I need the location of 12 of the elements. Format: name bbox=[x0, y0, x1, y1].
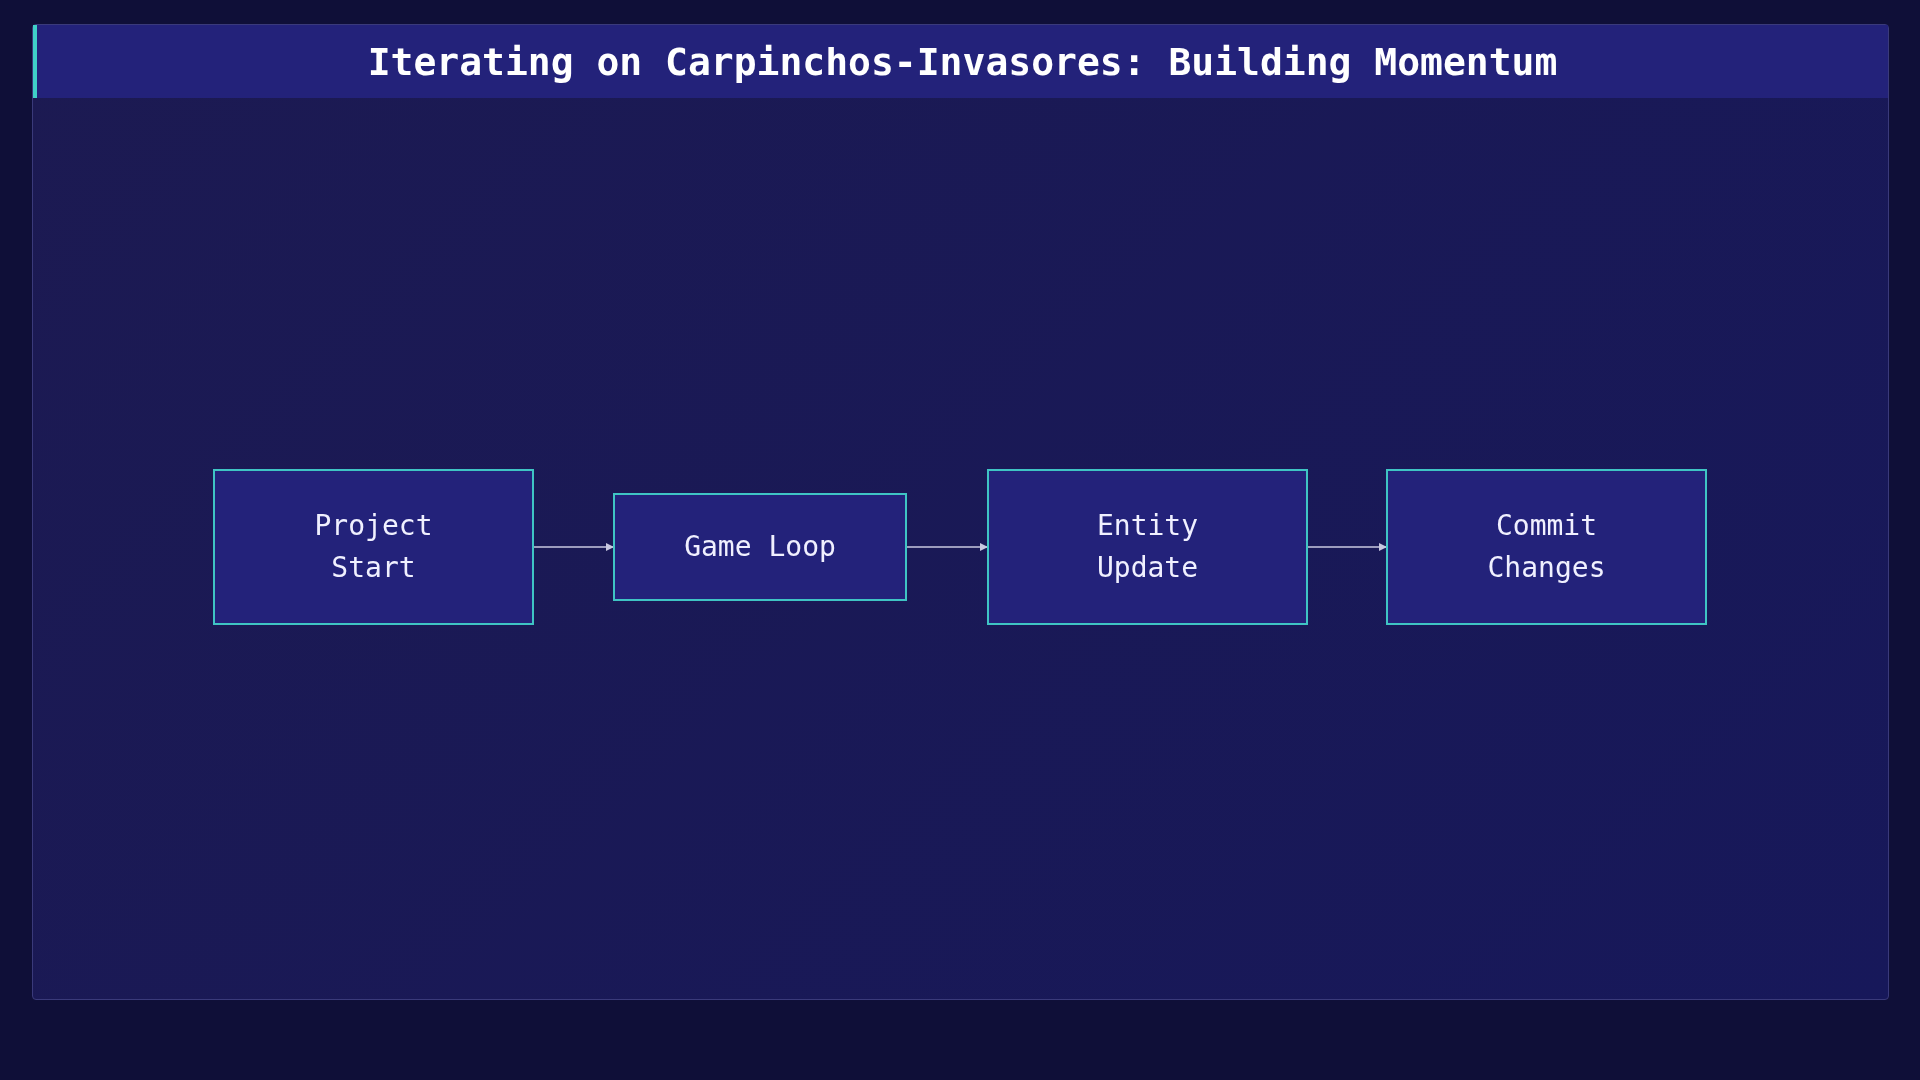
process-box bbox=[1386, 469, 1707, 625]
arrow bbox=[533, 543, 614, 551]
process-box bbox=[613, 493, 907, 601]
box-label: Project Start bbox=[313, 508, 434, 586]
process-box bbox=[987, 469, 1308, 625]
box-label: Entity Update bbox=[1095, 508, 1200, 586]
process-box bbox=[213, 469, 534, 625]
arrow bbox=[1307, 543, 1387, 551]
title: Iterating on Carpinchos-Invasores: Building Momentum bbox=[367, 39, 1558, 84]
arrow bbox=[906, 543, 988, 551]
box-label: Game Loop bbox=[684, 529, 836, 565]
box-label: Commit Changes bbox=[1486, 508, 1607, 586]
